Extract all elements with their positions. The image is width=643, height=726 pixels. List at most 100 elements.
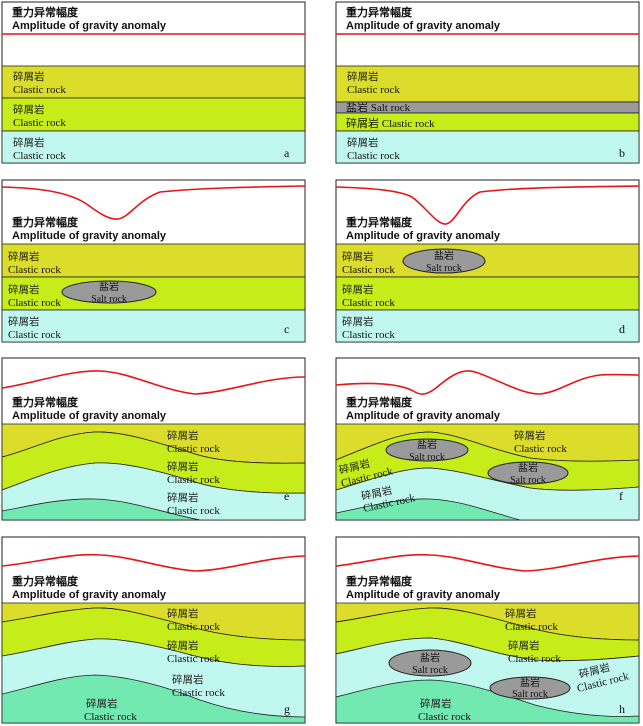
salt-label-en: Salt rock <box>512 689 548 700</box>
clastic-label-zh: 碎屑岩 <box>420 697 452 710</box>
salt-body <box>61 280 157 304</box>
gravity-title-en: Amplitude of gravity anomaly <box>346 410 501 422</box>
gravity-curve <box>1 185 306 220</box>
layer-basement <box>1 498 201 521</box>
clastic-label-zh: 碎屑岩 <box>347 136 379 149</box>
clastic-label-en: Clastic rock <box>514 443 567 455</box>
clastic-label-zh: 碎屑岩 <box>13 70 45 83</box>
clastic-inline-label: 碎屑岩 Clastic rock <box>346 116 435 130</box>
gravity-curve <box>335 185 640 225</box>
clastic-label-en: Clastic rock <box>347 84 400 96</box>
gravity-title-zh: 重力异常幅度 <box>12 395 79 409</box>
panel-letter: h <box>619 702 625 716</box>
salt-body <box>385 438 469 462</box>
clastic-label-zh: 碎屑岩 <box>514 429 546 442</box>
panel-h: 重力异常幅度 Amplitude of gravity anomaly 盐岩 S… <box>335 536 640 724</box>
clastic-label-en: Clastic rock <box>508 653 561 665</box>
clastic-label-zh: 碎屑岩 <box>342 315 374 328</box>
gravity-curve <box>335 370 640 395</box>
gravity-title-zh: 重力异常幅度 <box>346 574 413 588</box>
clastic-label-zh: 碎屑岩 <box>172 673 204 686</box>
clastic-label-zh: 碎屑岩 <box>167 491 199 504</box>
salt-label-zh: 盐岩 <box>417 438 437 451</box>
clastic-label-zh: 碎屑岩 <box>342 283 374 296</box>
clastic-label-en: Clastic rock <box>172 687 225 699</box>
layer-clastic-1 <box>335 243 640 278</box>
clastic-label-en: Clastic rock <box>167 621 220 633</box>
panel-letter: g <box>284 702 290 716</box>
panel-letter: f <box>619 489 623 503</box>
gravity-curve <box>1 370 306 395</box>
clastic-label-zh: 碎屑岩 <box>167 639 199 652</box>
panel-letter: e <box>284 489 289 503</box>
layer-clastic-3 <box>335 309 640 343</box>
clastic-label-en: Clastic rock <box>8 297 61 309</box>
gravity-title-zh: 重力异常幅度 <box>12 574 79 588</box>
salt-body <box>388 649 472 677</box>
clastic-label-zh: 碎屑岩 <box>342 250 374 263</box>
clastic-label-zh: 碎屑岩 <box>167 429 199 442</box>
salt-inline-label: 盐岩 Salt rock <box>346 100 411 114</box>
gravity-curve <box>1 553 306 572</box>
layer-clastic-1 <box>335 65 640 103</box>
clastic-label-zh: 碎屑岩 <box>167 460 199 473</box>
panel-g: 重力异常幅度 Amplitude of gravity anomaly 碎屑岩 … <box>1 536 306 724</box>
gravity-title-zh: 重力异常幅度 <box>12 215 79 229</box>
gravity-title-en: Amplitude of gravity anomaly <box>12 20 167 32</box>
salt-body <box>487 461 569 485</box>
salt-label-en: Salt rock <box>91 294 127 305</box>
salt-label-en: Salt rock <box>426 263 462 274</box>
clastic-label-zh: 碎屑岩 <box>13 103 45 116</box>
gravity-curve <box>335 553 640 572</box>
clastic-label-zh: 碎屑岩 <box>13 136 45 149</box>
panel-letter: b <box>619 146 625 160</box>
gravity-title-en: Amplitude of gravity anomaly <box>346 589 501 601</box>
gravity-title-en: Amplitude of gravity anomaly <box>346 230 501 242</box>
panel-d: 重力异常幅度 Amplitude of gravity anomaly 盐岩 S… <box>335 179 640 343</box>
clastic-label-zh: 碎屑岩 <box>8 250 40 263</box>
clastic-label-en: Clastic rock <box>342 264 395 276</box>
gravity-title-en: Amplitude of gravity anomaly <box>346 20 501 32</box>
clastic-label-en: Clastic rock <box>8 264 61 276</box>
clastic-label-zh: 碎屑岩 <box>505 607 537 620</box>
clastic-label-en: Clastic rock <box>13 150 66 162</box>
panel-letter: a <box>284 146 290 160</box>
clastic-label-en: Clastic rock <box>167 474 220 486</box>
panel-b: 重力异常幅度 Amplitude of gravity anomaly 碎屑岩 … <box>335 1 640 164</box>
salt-label-en: Salt rock <box>409 452 445 463</box>
clastic-label-en: Clastic rock <box>8 329 61 341</box>
salt-label-zh: 盐岩 <box>518 461 538 474</box>
clastic-label-en: Clastic rock <box>342 297 395 309</box>
clastic-label-zh: 碎屑岩 <box>508 639 540 652</box>
gravity-title-en: Amplitude of gravity anomaly <box>12 410 167 422</box>
clastic-label-en: Clastic rock <box>167 443 220 455</box>
panel-letter: c <box>284 322 289 336</box>
layer-clastic-1 <box>1 243 306 278</box>
layer-clastic-3 <box>1 309 306 343</box>
gravity-title-zh: 重力异常幅度 <box>346 395 413 409</box>
clastic-label-zh: 碎屑岩 <box>167 607 199 620</box>
salt-label-zh: 盐岩 <box>420 651 440 664</box>
clastic-label-en: Clastic rock <box>167 505 220 517</box>
gravity-title-zh: 重力异常幅度 <box>346 5 413 19</box>
clastic-label-zh: 碎屑岩 <box>8 315 40 328</box>
gravity-title-zh: 重力异常幅度 <box>12 5 79 19</box>
clastic-label-en: Clastic rock <box>84 711 137 723</box>
gravity-title-zh: 重力异常幅度 <box>346 215 413 229</box>
clastic-label-en: Clastic rock <box>505 621 558 633</box>
layer-clastic-1 <box>1 65 306 99</box>
layer-basement <box>1 674 306 724</box>
clastic-label-zh: 碎屑岩 <box>360 484 394 503</box>
clastic-label-en: Clastic rock <box>347 150 400 162</box>
layer-clastic-2 <box>335 276 640 311</box>
salt-body <box>402 248 486 274</box>
gravity-title-en: Amplitude of gravity anomaly <box>12 589 167 601</box>
salt-label-en: Salt rock <box>510 475 546 486</box>
layer-basement <box>335 498 521 521</box>
layer-clastic-3 <box>335 130 640 164</box>
panel-letter: d <box>619 322 625 336</box>
salt-label-zh: 盐岩 <box>99 280 119 293</box>
layer-clastic-3 <box>1 130 306 164</box>
gravity-title-en: Amplitude of gravity anomaly <box>12 230 167 242</box>
